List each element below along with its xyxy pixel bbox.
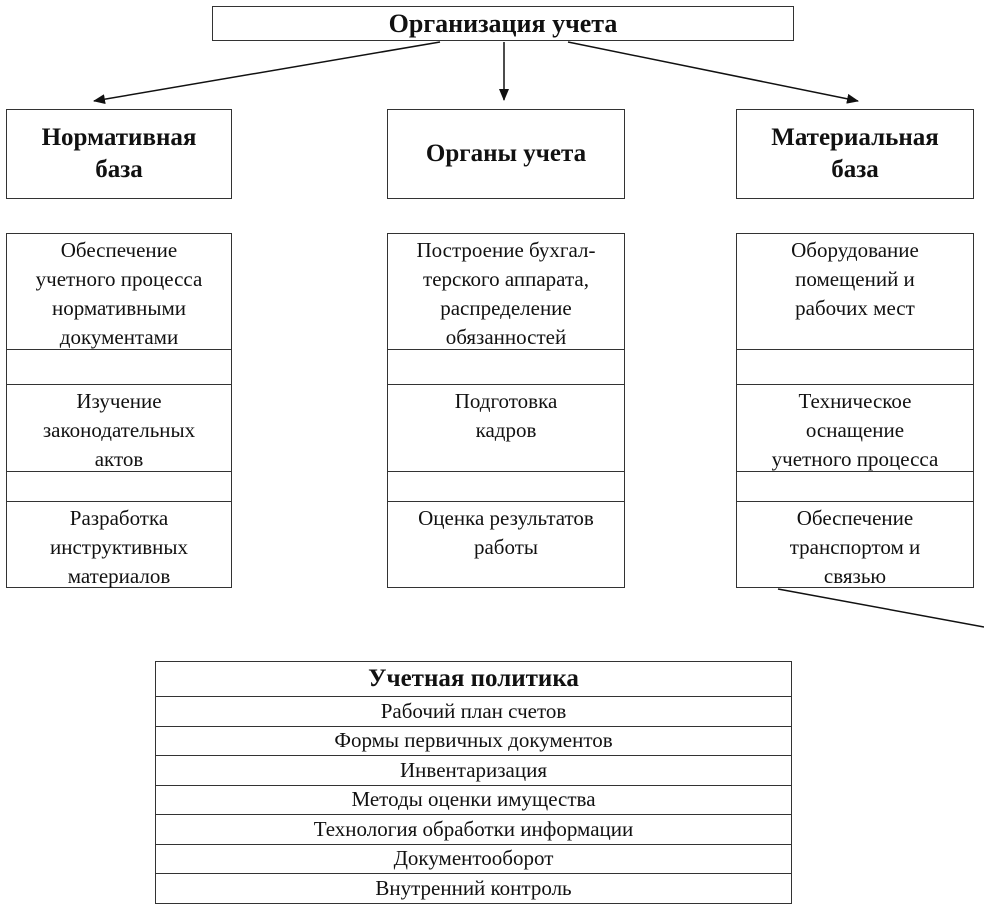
- header-line: Нормативная: [41, 124, 197, 151]
- root-title: Организация учета: [388, 8, 618, 38]
- list-item: Оценка результатов работы: [388, 502, 624, 588]
- list-item: Оборудование помещений и рабочих мест: [737, 234, 973, 349]
- item-line: кадров: [475, 418, 537, 442]
- divider: [737, 384, 973, 385]
- divider: [737, 471, 973, 472]
- item-stack-organs: Построение бухгал- терского аппарата, ра…: [387, 233, 625, 588]
- policy-item: Формы первичных документов: [156, 725, 791, 756]
- list-item: Обеспечение учетного процесса нормативны…: [7, 234, 231, 349]
- item-line: терского аппарата,: [423, 267, 589, 291]
- item-line: связью: [823, 564, 887, 588]
- item-stack-normative: Обеспечение учетного процесса нормативны…: [6, 233, 232, 588]
- item-line: Разработка: [69, 506, 169, 530]
- policy-item: Инвентаризация: [156, 755, 791, 785]
- list-item: Изучение законодательных актов: [7, 385, 231, 471]
- divider: [7, 384, 231, 385]
- list-item: Построение бухгал- терского аппарата, ра…: [388, 234, 624, 349]
- arrow-to-normative: [93, 41, 441, 105]
- list-item: Техническое оснащение учетного процесса: [737, 385, 973, 471]
- item-line: Оценка результатов: [418, 506, 594, 530]
- column-header-material: Материальная база: [736, 109, 974, 199]
- item-line: транспортом и: [789, 535, 921, 559]
- header-line: база: [95, 156, 143, 183]
- divider: [388, 501, 624, 502]
- item-line: актов: [94, 447, 144, 471]
- item-line: законодательных: [42, 418, 196, 442]
- item-line: рабочих мест: [795, 296, 915, 320]
- item-line: Построение бухгал-: [416, 238, 596, 262]
- item-line: помещений и: [795, 267, 915, 291]
- column-header-normative: Нормативная база: [6, 109, 232, 199]
- root-box: Организация учета: [212, 6, 794, 41]
- policy-item: Рабочий план счетов: [156, 696, 791, 726]
- item-line: работы: [473, 535, 538, 559]
- column-header-organs: Органы учета: [387, 109, 625, 199]
- divider: [737, 501, 973, 502]
- list-item: Разработка инструктивных материалов: [7, 502, 231, 588]
- item-stack-material: Оборудование помещений и рабочих мест Те…: [736, 233, 974, 588]
- item-line: оснащение: [805, 418, 905, 442]
- divider: [388, 384, 624, 385]
- item-line: Изучение: [76, 389, 162, 413]
- list-item: Обеспечение транспортом и связью: [737, 502, 973, 588]
- header-line: Органы учета: [425, 140, 587, 167]
- item-line: обязанностей: [445, 325, 567, 349]
- divider: [737, 349, 973, 350]
- item-line: Обеспечение: [60, 238, 178, 262]
- divider: [388, 349, 624, 350]
- item-line: распределение: [440, 296, 572, 320]
- policy-item: Технология обработки информации: [156, 814, 791, 844]
- policy-item: Методы оценки имущества: [156, 784, 791, 815]
- policy-title: Учетная политика: [368, 665, 579, 692]
- item-line: Подготовка: [454, 389, 558, 413]
- header-line: Материальная: [771, 124, 939, 151]
- item-line: учетного процесса: [771, 447, 939, 471]
- item-line: инструктивных: [49, 535, 189, 559]
- item-line: учетного процесса: [35, 267, 203, 291]
- divider: [7, 501, 231, 502]
- item-line: Оборудование: [791, 238, 919, 262]
- policy-item: Внутренний контроль: [156, 873, 791, 903]
- item-line: Техническое: [798, 389, 912, 413]
- policy-item: Документооборот: [156, 843, 791, 874]
- line-to-edge: [777, 588, 984, 628]
- header-line: база: [831, 156, 879, 183]
- policy-table: Учетная политика Рабочий план счетов Фор…: [155, 661, 792, 904]
- list-item: Подготовка кадров: [388, 385, 624, 471]
- divider: [7, 471, 231, 472]
- item-line: Обеспечение: [796, 506, 914, 530]
- arrow-to-material: [567, 41, 859, 104]
- item-line: нормативными: [51, 296, 187, 320]
- item-line: материалов: [67, 564, 171, 588]
- divider: [7, 349, 231, 350]
- item-line: документами: [59, 325, 179, 349]
- divider: [388, 471, 624, 472]
